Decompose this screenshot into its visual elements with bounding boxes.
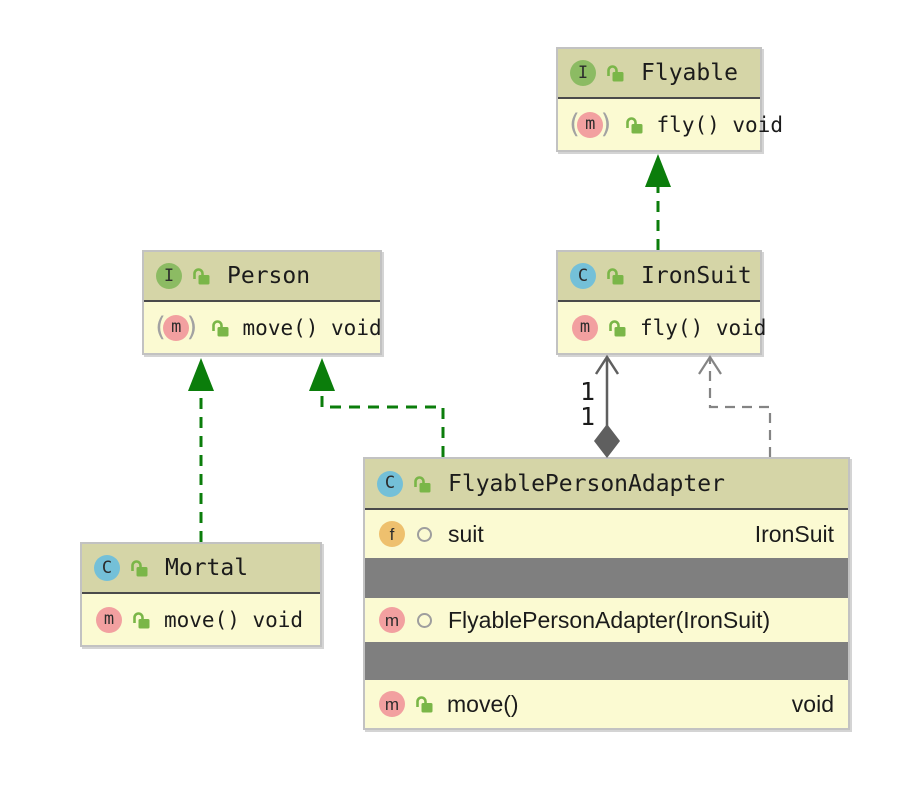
- public-lock-icon: [412, 474, 432, 494]
- section-separator-bar: [365, 558, 848, 598]
- node-header: C Mortal: [82, 544, 320, 594]
- member-signature: fly() void: [656, 112, 783, 137]
- public-lock-icon: [129, 558, 149, 578]
- public-lock-icon: [605, 266, 625, 286]
- edge-mortal-implements-person[interactable]: [188, 358, 214, 542]
- class-node-ironsuit[interactable]: C IronSuit m fly() void: [556, 250, 766, 355]
- node-title: FlyablePersonAdapter: [448, 470, 725, 497]
- edge-ironsuit-implements-flyable[interactable]: [645, 154, 671, 250]
- class-icon: C: [94, 555, 120, 581]
- class-node-person[interactable]: I Person ( m ) move() void: [142, 250, 382, 355]
- class-node-mortal[interactable]: C Mortal m move() void: [80, 542, 322, 647]
- class-node-flyablepersonadapter[interactable]: C FlyablePersonAdapter f suit IronSuit m…: [363, 457, 850, 730]
- edge-adapter-aggregates-ironsuit[interactable]: [594, 354, 620, 458]
- interface-icon: I: [156, 263, 182, 289]
- member-signature: move() void: [164, 607, 304, 632]
- public-lock-icon: [191, 266, 211, 286]
- member-row[interactable]: m move() void: [82, 594, 320, 645]
- public-lock-icon: [414, 694, 434, 714]
- public-lock-icon: [210, 318, 230, 338]
- method-return-type: void: [791, 690, 834, 717]
- abstract-method-icon: ( m ): [566, 109, 615, 140]
- node-header: C IronSuit: [558, 252, 760, 302]
- member-row[interactable]: ( m ) fly() void: [558, 99, 783, 150]
- member-row[interactable]: m fly() void: [558, 302, 766, 353]
- member-row[interactable]: ( m ) move() void: [144, 302, 382, 353]
- method-icon: m: [96, 606, 122, 633]
- edge-adapter-depends-on-ironsuit[interactable]: [698, 354, 772, 457]
- node-title: Mortal: [165, 555, 249, 581]
- edge-adapter-implements-person[interactable]: [309, 358, 445, 457]
- field-row-suit[interactable]: f suit IronSuit: [365, 510, 848, 558]
- node-header: C FlyablePersonAdapter: [365, 459, 848, 510]
- package-visibility-icon: [417, 612, 432, 628]
- node-header: I Person: [144, 252, 380, 302]
- node-title: Flyable: [641, 60, 738, 86]
- method-icon: m: [379, 607, 405, 633]
- section-separator-bar: [365, 642, 848, 680]
- package-visibility-icon: [417, 526, 432, 542]
- node-title: IronSuit: [641, 263, 752, 289]
- class-icon: C: [570, 263, 596, 289]
- field-name: suit: [448, 520, 484, 547]
- node-title: Person: [227, 263, 311, 289]
- abstract-method-icon: ( m ): [152, 312, 201, 343]
- constructor-signature: FlyablePersonAdapter(IronSuit): [448, 606, 771, 633]
- class-icon: C: [377, 470, 403, 497]
- method-icon: m: [379, 691, 405, 717]
- public-lock-icon: [605, 63, 625, 83]
- class-node-flyable[interactable]: I Flyable ( m ) fly() void: [556, 47, 783, 152]
- field-type: IronSuit: [754, 520, 834, 547]
- member-signature: move() void: [242, 315, 382, 340]
- public-lock-icon: [624, 115, 644, 135]
- method-icon: m: [572, 314, 598, 341]
- method-row-move[interactable]: m move() void: [365, 680, 848, 728]
- multiplicity-label-lower: 1: [580, 402, 596, 431]
- public-lock-icon: [607, 318, 627, 338]
- public-lock-icon: [131, 610, 151, 630]
- node-header: I Flyable: [558, 49, 760, 99]
- method-name: move(): [447, 690, 519, 717]
- interface-icon: I: [570, 60, 596, 86]
- member-signature: fly() void: [640, 315, 767, 340]
- aggregation-diamond: [594, 424, 620, 458]
- field-icon: f: [379, 521, 405, 547]
- multiplicity-label-upper: 1: [580, 377, 596, 406]
- constructor-row[interactable]: m FlyablePersonAdapter(IronSuit): [365, 598, 848, 642]
